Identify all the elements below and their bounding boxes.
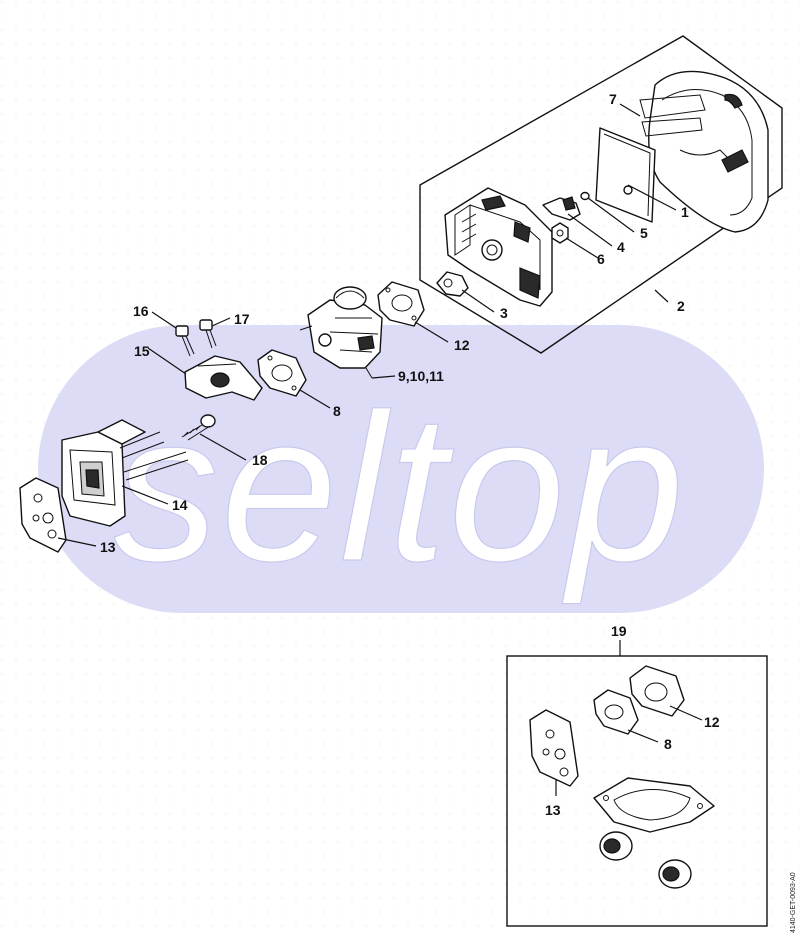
callout-16: 16 xyxy=(133,303,149,319)
callout-15: 15 xyxy=(134,343,150,359)
callout-18: 18 xyxy=(252,452,268,468)
choke-lever xyxy=(436,271,469,297)
callout-4: 4 xyxy=(617,239,625,255)
intake-manifold xyxy=(61,419,189,527)
screw-16 xyxy=(175,325,195,357)
callout-17: 17 xyxy=(234,311,250,327)
callout-3: 3 xyxy=(500,305,508,321)
leader-lines xyxy=(57,103,703,796)
washer xyxy=(580,191,590,201)
callout-7: 7 xyxy=(609,91,617,107)
kit-callout-8: 8 xyxy=(664,736,672,752)
gasket-12 xyxy=(377,281,425,327)
callout-1: 1 xyxy=(681,204,689,220)
callout-19: 19 xyxy=(611,623,627,639)
air-filter-assembly-frame xyxy=(419,35,783,354)
kit-gasket-8 xyxy=(593,689,639,735)
callout-12: 12 xyxy=(454,337,470,353)
filter-element xyxy=(595,127,656,223)
kit-callout-13: 13 xyxy=(545,802,561,818)
callout-14: 14 xyxy=(172,497,188,513)
callout-8: 8 xyxy=(333,403,341,419)
callout-9-10-11: 9,10,11 xyxy=(398,368,444,384)
oil-seal-1 xyxy=(599,831,633,861)
kit-callout-12: 12 xyxy=(704,714,720,730)
base-gasket xyxy=(593,777,715,833)
intake-flange xyxy=(184,355,263,401)
callout-6: 6 xyxy=(597,251,605,267)
oil-seal-2 xyxy=(658,859,692,889)
gasket-8 xyxy=(257,349,307,397)
callout-5: 5 xyxy=(640,225,648,241)
watermark-band xyxy=(38,325,764,613)
kit-gasket-13 xyxy=(529,709,579,787)
kit-gasket-12 xyxy=(629,665,685,717)
callout-13: 13 xyxy=(100,539,116,555)
carburetor xyxy=(299,286,383,379)
callout-2: 2 xyxy=(677,298,685,314)
screw-17 xyxy=(199,319,217,349)
watermark: seltop xyxy=(38,325,764,613)
nut xyxy=(551,222,569,244)
gasket-kit-frame xyxy=(506,655,768,927)
gasket-13 xyxy=(19,477,67,553)
lever-clip xyxy=(542,196,581,221)
watermark-text: seltop xyxy=(114,370,686,605)
drawing-code: 4140-GET-0093-A0 xyxy=(790,872,797,933)
filter-cover xyxy=(639,70,769,233)
callouts: 1 2 3 4 5 6 7 8 9,10,11 12 13 14 15 16 1… xyxy=(100,91,720,818)
bolt-18 xyxy=(181,414,216,441)
filter-housing xyxy=(444,187,553,307)
